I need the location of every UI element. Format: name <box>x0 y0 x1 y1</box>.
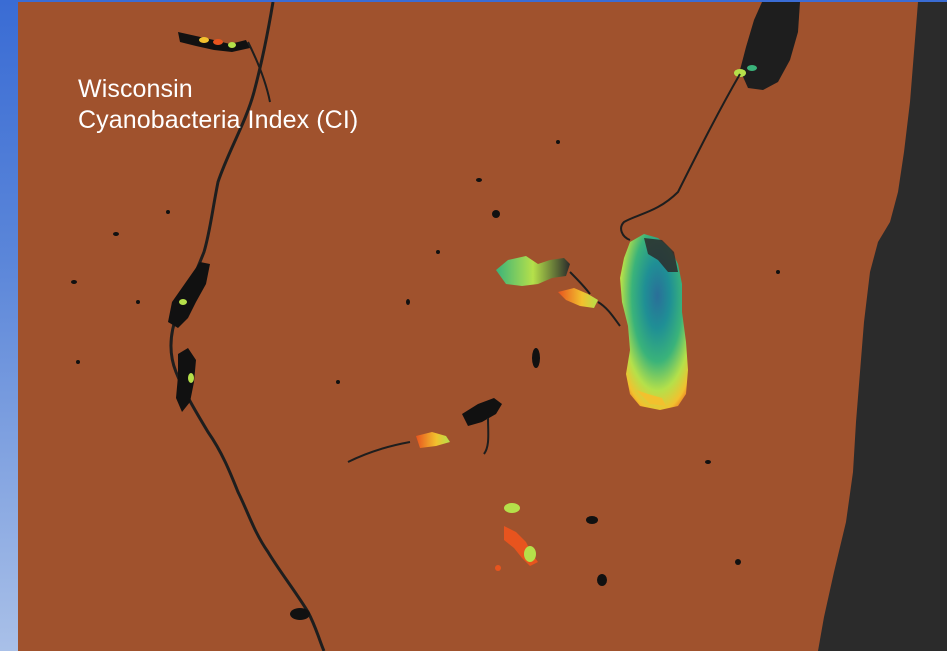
ci-map: Wisconsin Cyanobacteria Index (CI) <box>18 2 947 651</box>
lake-kegonsa-bloom <box>495 565 501 571</box>
mississippi-river <box>169 2 326 651</box>
map-title-line-1: Wisconsin <box>78 75 193 103</box>
winnebago-dark-north <box>644 238 678 272</box>
small-lakes <box>71 140 780 620</box>
wolf-river <box>569 271 621 327</box>
lake-poygan <box>496 256 570 286</box>
green-bay-bloom <box>734 69 746 77</box>
pool-lake <box>176 348 196 412</box>
lake-michigan <box>818 2 947 651</box>
map-title-line-2: Cyanobacteria Index (CI) <box>78 106 359 134</box>
st-croix-river <box>247 41 271 103</box>
pool-bloom <box>188 373 194 383</box>
north-lake-bloom-1 <box>199 37 209 43</box>
wisconsin-river <box>347 417 490 463</box>
lake-monona-bloom <box>524 546 536 562</box>
pepin-bloom <box>179 299 187 305</box>
lake-winnebago <box>620 234 688 410</box>
north-lake-bloom-2 <box>213 39 223 45</box>
lake-butte-des-morts <box>558 288 598 308</box>
fox-river <box>620 73 741 241</box>
winnebago-hot-south <box>636 390 666 406</box>
petenwell-lake <box>462 398 502 426</box>
ci-map-svg <box>18 2 947 651</box>
north-lake-bloom-3 <box>228 42 236 48</box>
lake-pepin <box>168 262 210 328</box>
lake-mendota-bloom <box>504 503 520 513</box>
map-title: Wisconsin Cyanobacteria Index (CI) <box>78 74 358 136</box>
green-bay-bloom-2 <box>747 65 757 71</box>
castle-rock-lake <box>416 432 450 448</box>
